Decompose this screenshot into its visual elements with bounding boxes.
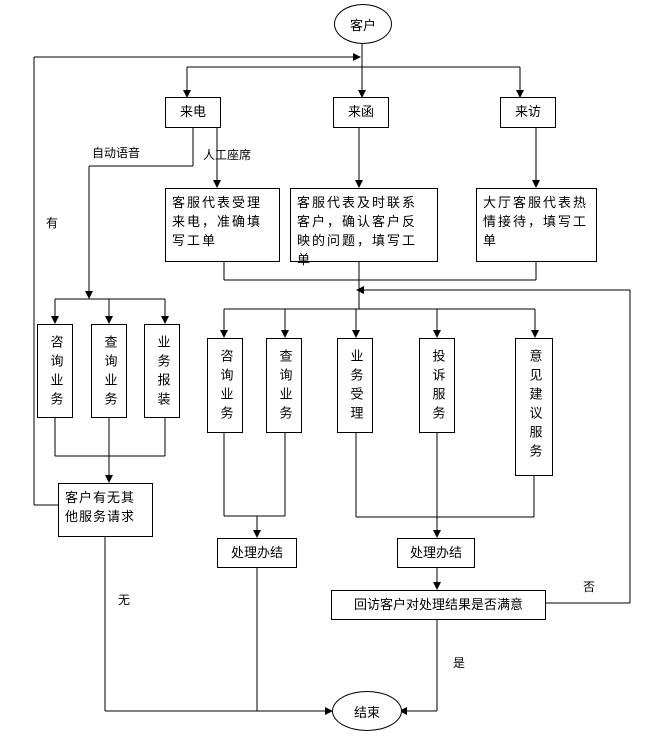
- mid-query-box: 查询业务: [266, 338, 302, 433]
- lobby-reception-box: 大厅客服代表热情接待，填写工单: [476, 188, 597, 262]
- mid-suggest-box: 意见建议服务: [515, 338, 553, 476]
- label-manual-seat: 人工座席: [203, 148, 252, 162]
- channel-call-box: 来电: [165, 97, 221, 128]
- cs-letter-box: 客服代表及时联系客户，确认客户反映的问题，填写工单: [290, 188, 438, 268]
- end-node: 结束: [332, 691, 402, 731]
- mid-accept-box: 业务受理: [337, 338, 373, 433]
- mid-consult-box: 咨询业务: [207, 338, 243, 433]
- left-install-box: 业务报装: [144, 324, 180, 418]
- left-query-box: 查询业务: [91, 324, 127, 418]
- label-yes-have: 有: [46, 216, 59, 230]
- process-done-box-2: 处理办结: [397, 538, 475, 568]
- other-request-box: 客户有无其他服务请求: [58, 483, 153, 537]
- label-no-none: 无: [118, 593, 131, 607]
- process-done-box-1: 处理办结: [217, 538, 297, 568]
- channel-visit-box: 来访: [500, 97, 556, 128]
- left-consult-box: 咨询业务: [37, 324, 73, 418]
- label-auto-voice: 自动语音: [92, 146, 141, 160]
- mid-complaint-box: 投诉服务: [419, 338, 455, 433]
- callback-satisfaction-box: 回访客户对处理结果是否满意: [331, 590, 546, 620]
- label-yes: 是: [453, 656, 466, 670]
- cs-call-box: 客服代表受理来电，准确填写工单: [165, 188, 280, 262]
- start-node-customer: 客户: [334, 4, 392, 44]
- channel-letter-box: 来函: [333, 97, 389, 128]
- label-no: 否: [583, 580, 596, 594]
